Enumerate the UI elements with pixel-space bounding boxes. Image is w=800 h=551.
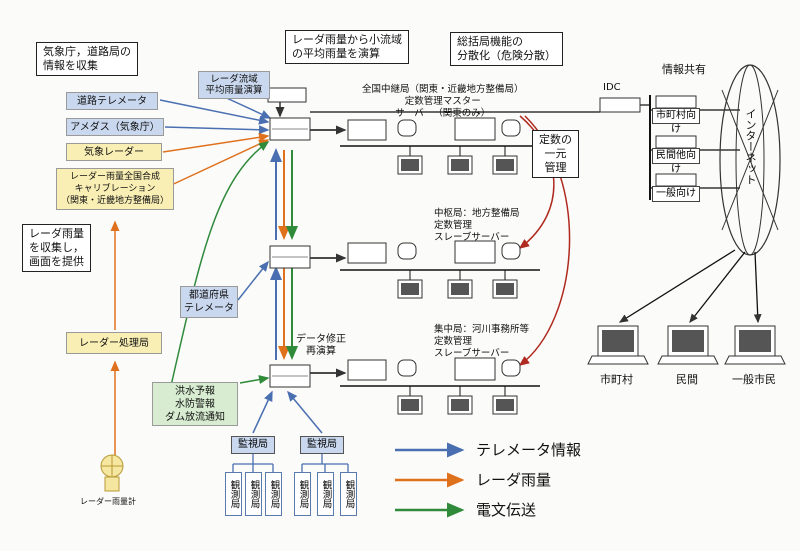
- radar-basin-box: レーダ流域 平均雨量演算: [198, 71, 270, 99]
- share-item-municipal: 市町村向け: [652, 108, 700, 135]
- client-private: 民間: [676, 373, 698, 386]
- client-municipal: 市町村: [600, 373, 633, 386]
- router-top: [269, 117, 311, 141]
- callout-collect: 気象庁，道路局の 情報を収集: [36, 42, 138, 76]
- monitor-station-2: 監視局: [300, 436, 344, 454]
- legend-telemeter: テレメータ情報: [476, 441, 582, 459]
- amedas-box: アメダス（気象庁）: [66, 118, 164, 136]
- legend-telegram: 電文伝送: [476, 501, 537, 519]
- legend-radar: レーダ雨量: [476, 471, 552, 489]
- internet-label: インターネット: [744, 108, 757, 185]
- obs-station: 観測局: [294, 472, 311, 516]
- road-telemeter-box: 道路テレメータ: [66, 92, 158, 110]
- pref-telemeter-box: 都道府県 テレメータ: [180, 286, 238, 318]
- obs-station: 観測局: [225, 472, 242, 516]
- obs-station: 観測局: [317, 472, 334, 516]
- callout-provide: レーダ雨量 を収集し， 画面を提供: [22, 224, 91, 272]
- callout-unify: 定数の 一元 管理: [532, 130, 579, 178]
- obs-station: 観測局: [340, 472, 357, 516]
- monitor-station-1: 監視局: [231, 436, 275, 454]
- weather-radar-box: 気象レーダー: [66, 143, 162, 161]
- callout-avg-calc: レーダ雨量から小流域 の平均雨量を演算: [285, 30, 409, 64]
- national-station-label: 全国中継局（関東・近畿地方整備局） 定数管理マスター サーバー（関東のみ）: [362, 84, 524, 119]
- radar-processing-box: レーダー処理局: [66, 332, 162, 354]
- share-title: 情報共有: [662, 63, 706, 76]
- data-fix-label: データ修正 再演算: [296, 334, 346, 357]
- client-public: 一般市民: [732, 373, 776, 386]
- router-radar: [267, 87, 307, 103]
- idc-label: IDC: [603, 82, 621, 93]
- radar-gauge-label: レーダー雨量計: [80, 497, 136, 506]
- calibration-box: レーダー雨量全国合成 キャリブレーション （関東・近畿地方整備局）: [56, 168, 174, 210]
- router-middle: [269, 245, 311, 269]
- share-item-public: 一般向け: [652, 186, 700, 202]
- collect-station-label: 集中局：河川事務所等 定数管理 スレーブサーバー: [434, 324, 530, 359]
- radar-gauge-icon: [100, 454, 124, 492]
- flood-notice-box: 洪水予報 水防警報 ダム放流通知: [152, 382, 238, 426]
- obs-station: 観測局: [245, 472, 262, 516]
- obs-station: 観測局: [265, 472, 282, 516]
- share-item-private: 民間他向け: [652, 148, 700, 175]
- central-station-label: 中枢局：地方整備局 定数管理 スレーブサーバー: [434, 208, 520, 243]
- callout-decentral: 総括局機能の 分散化（危険分散）: [450, 32, 563, 66]
- router-bottom: [269, 364, 311, 388]
